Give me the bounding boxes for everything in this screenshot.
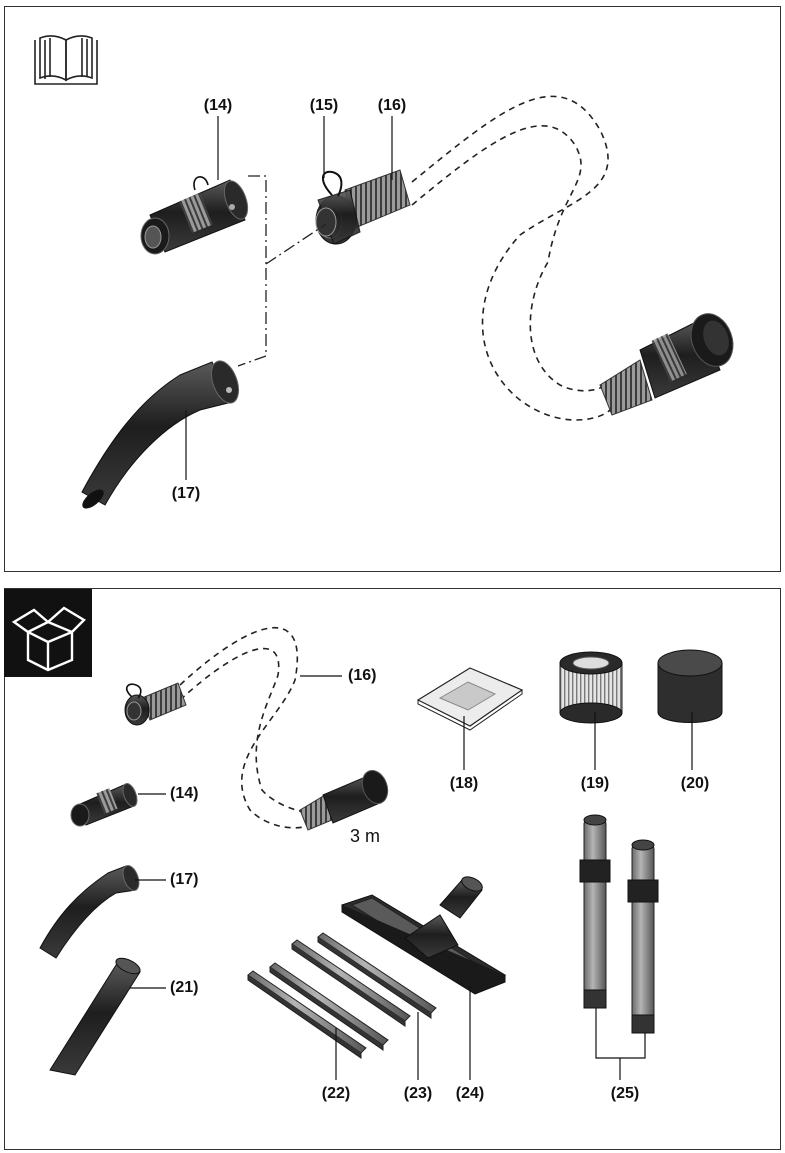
adapter xyxy=(70,783,138,827)
label-16: (16) xyxy=(348,667,376,684)
assembly-panel xyxy=(4,6,781,572)
hose-dashed-outline-inner xyxy=(411,125,606,392)
box-contents-icon xyxy=(4,589,92,677)
floor-nozzle xyxy=(340,876,507,995)
hose-cuff xyxy=(315,169,411,245)
label-19: (19) xyxy=(581,775,609,792)
pleated-filter xyxy=(559,651,623,724)
label-17: (17) xyxy=(170,871,198,888)
label-16: (16) xyxy=(378,97,406,114)
hose-length-label: 3 m xyxy=(350,826,380,846)
label-18: (18) xyxy=(450,775,478,792)
label-15: (15) xyxy=(310,97,338,114)
crevice-nozzle xyxy=(49,957,141,1076)
manual-book-icon xyxy=(34,35,98,85)
hose-end-fitting xyxy=(299,770,389,831)
label-21: (21) xyxy=(170,979,198,996)
label-22: (22) xyxy=(322,1085,350,1102)
foam-filter xyxy=(657,649,723,723)
label-14: (14) xyxy=(170,785,198,802)
strap xyxy=(322,170,343,197)
assembly-line xyxy=(237,175,267,367)
hose-dashed-outline-outer xyxy=(411,95,611,421)
handle xyxy=(81,360,240,509)
hose-dashed-outline-inner xyxy=(179,647,307,813)
extension-tubes xyxy=(579,814,659,1034)
label-17: (17) xyxy=(172,485,200,502)
assembly-line xyxy=(265,223,327,265)
label-23: (23) xyxy=(404,1085,432,1102)
hose-cuff xyxy=(124,682,187,726)
hose-end-fitting xyxy=(599,313,734,416)
filter-bag xyxy=(416,667,524,731)
hose-dashed-outline-outer xyxy=(179,627,311,829)
handle xyxy=(39,865,140,959)
label-14: (14) xyxy=(204,97,232,114)
label-25: (25) xyxy=(611,1085,639,1102)
label-20: (20) xyxy=(681,775,709,792)
label-24: (24) xyxy=(456,1085,484,1102)
adapter xyxy=(140,176,249,255)
